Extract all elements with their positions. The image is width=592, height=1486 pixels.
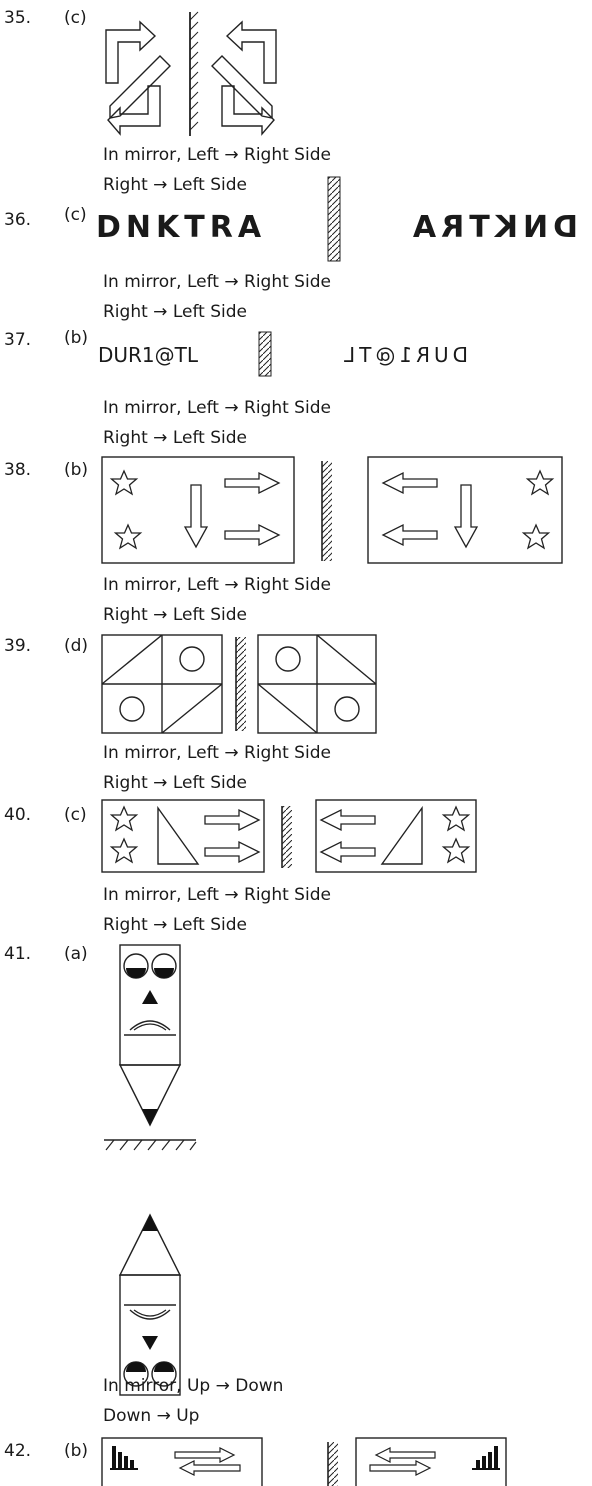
- q35-line-1: In mirror, Left → Right Side: [103, 145, 331, 165]
- q40-answer: (c): [64, 805, 87, 825]
- q40-line-1: In mirror, Left → Right Side: [103, 885, 331, 905]
- q38-answer: (b): [64, 460, 89, 480]
- q35-figure: [105, 11, 277, 136]
- q42-answer: (b): [64, 1441, 89, 1461]
- q38-figure: [101, 456, 563, 564]
- q41-figure: [104, 944, 197, 1396]
- q36-line-2: Right → Left Side: [103, 302, 247, 322]
- q36-mirror: [327, 176, 341, 262]
- q40-line-2: Right → Left Side: [103, 915, 247, 935]
- q35-line-2: Right → Left Side: [103, 175, 247, 195]
- q41-line-2: Down → Up: [103, 1406, 200, 1426]
- q38-line-2: Right → Left Side: [103, 605, 247, 625]
- q37-answer: (b): [64, 328, 89, 348]
- q37-word: DUR1@TL: [98, 343, 199, 367]
- q39-line-2: Right → Left Side: [103, 773, 247, 793]
- q36-answer: (c): [64, 205, 87, 225]
- q38-number: 38.: [4, 460, 32, 480]
- q41-number: 41.: [4, 944, 32, 964]
- q40-number: 40.: [4, 805, 32, 825]
- q38-line-1: In mirror, Left → Right Side: [103, 575, 331, 595]
- q35-number: 35.: [4, 8, 32, 28]
- q37-line-1: In mirror, Left → Right Side: [103, 398, 331, 418]
- q41-answer: (a): [64, 944, 88, 964]
- q37-mirror-word: DUR1@TL: [339, 343, 468, 367]
- q37-number: 37.: [4, 330, 32, 350]
- q41-line-1: In mirror, Up → Down: [103, 1376, 284, 1396]
- q36-word: DNKTRA: [96, 210, 267, 245]
- q42-number: 42.: [4, 1441, 32, 1461]
- q36-line-1: In mirror, Left → Right Side: [103, 272, 331, 292]
- q39-line-1: In mirror, Left → Right Side: [103, 743, 331, 763]
- q35-answer: (c): [64, 8, 87, 28]
- q36-number: 36.: [4, 210, 32, 230]
- q37-line-2: Right → Left Side: [103, 428, 247, 448]
- q39-number: 39.: [4, 636, 32, 656]
- q39-figure: [101, 634, 377, 734]
- q36-mirror-word: DNKTRA: [407, 210, 578, 245]
- q40-figure: [101, 799, 477, 873]
- q39-answer: (d): [64, 636, 89, 656]
- q37-mirror: [258, 331, 272, 377]
